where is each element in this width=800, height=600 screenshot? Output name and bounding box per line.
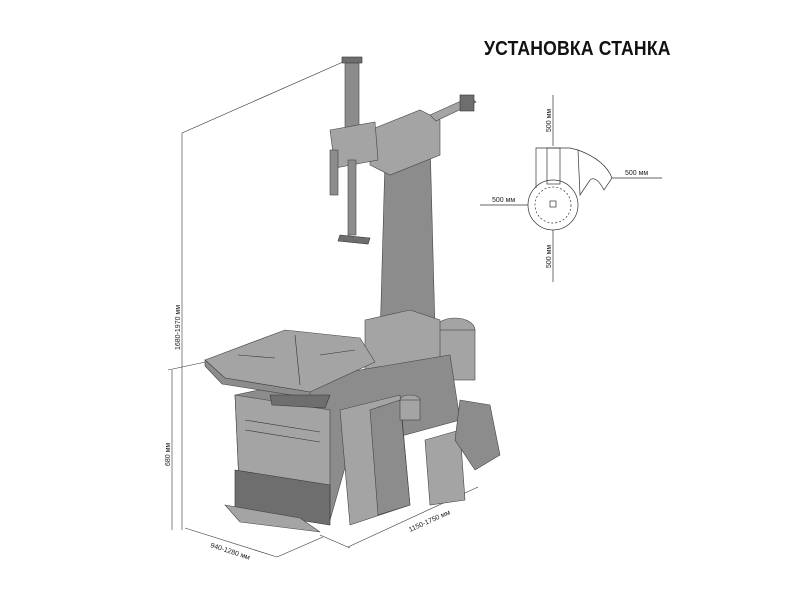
clamp-slot (294, 334, 301, 386)
turntable-cylinder (269, 394, 331, 409)
clamp-slot (319, 349, 356, 356)
outline-column (546, 147, 561, 185)
tire-changer-machine (204, 56, 501, 533)
shaft-cap (341, 56, 363, 64)
width-label: 940-1280 мм (209, 542, 250, 561)
table-height-label: 680 мм (165, 443, 172, 466)
outline-clamp-circle (534, 186, 572, 224)
top-view-diagram (480, 95, 662, 282)
mount-head (337, 234, 371, 245)
total-height-extension (181, 57, 353, 134)
arm-end (459, 94, 475, 112)
bead-breaker-arm (454, 399, 501, 471)
mount-demount-rod (347, 159, 357, 236)
clearance-bottom-label: 500 мм (546, 245, 553, 268)
clearance-left-label: 500 мм (492, 197, 515, 204)
width-extension (276, 536, 324, 558)
grille-line (244, 429, 321, 443)
width-line (184, 527, 278, 558)
clearance-top-label: 500 мм (546, 109, 553, 132)
pedals (224, 504, 321, 533)
outline-center (549, 200, 557, 208)
page-title: УСТАНОВКА СТАНКА (484, 38, 671, 60)
outline-bead-breaker (577, 149, 613, 197)
column-head (369, 109, 441, 176)
lube-cup-body (399, 399, 421, 421)
tool-rod (329, 149, 339, 196)
outline-body (535, 147, 579, 188)
clearance-right-label: 500 мм (625, 170, 648, 177)
outline-turntable (527, 179, 579, 231)
bead-breaker-blade (424, 429, 466, 506)
grille-line (244, 419, 321, 433)
total-height-label: 1680-1970 мм (175, 305, 182, 350)
depth-extension (319, 534, 351, 549)
depth-label: 1150-1750 мм (408, 509, 452, 534)
clamp-slot (237, 354, 276, 359)
side-panel-right (369, 399, 411, 516)
